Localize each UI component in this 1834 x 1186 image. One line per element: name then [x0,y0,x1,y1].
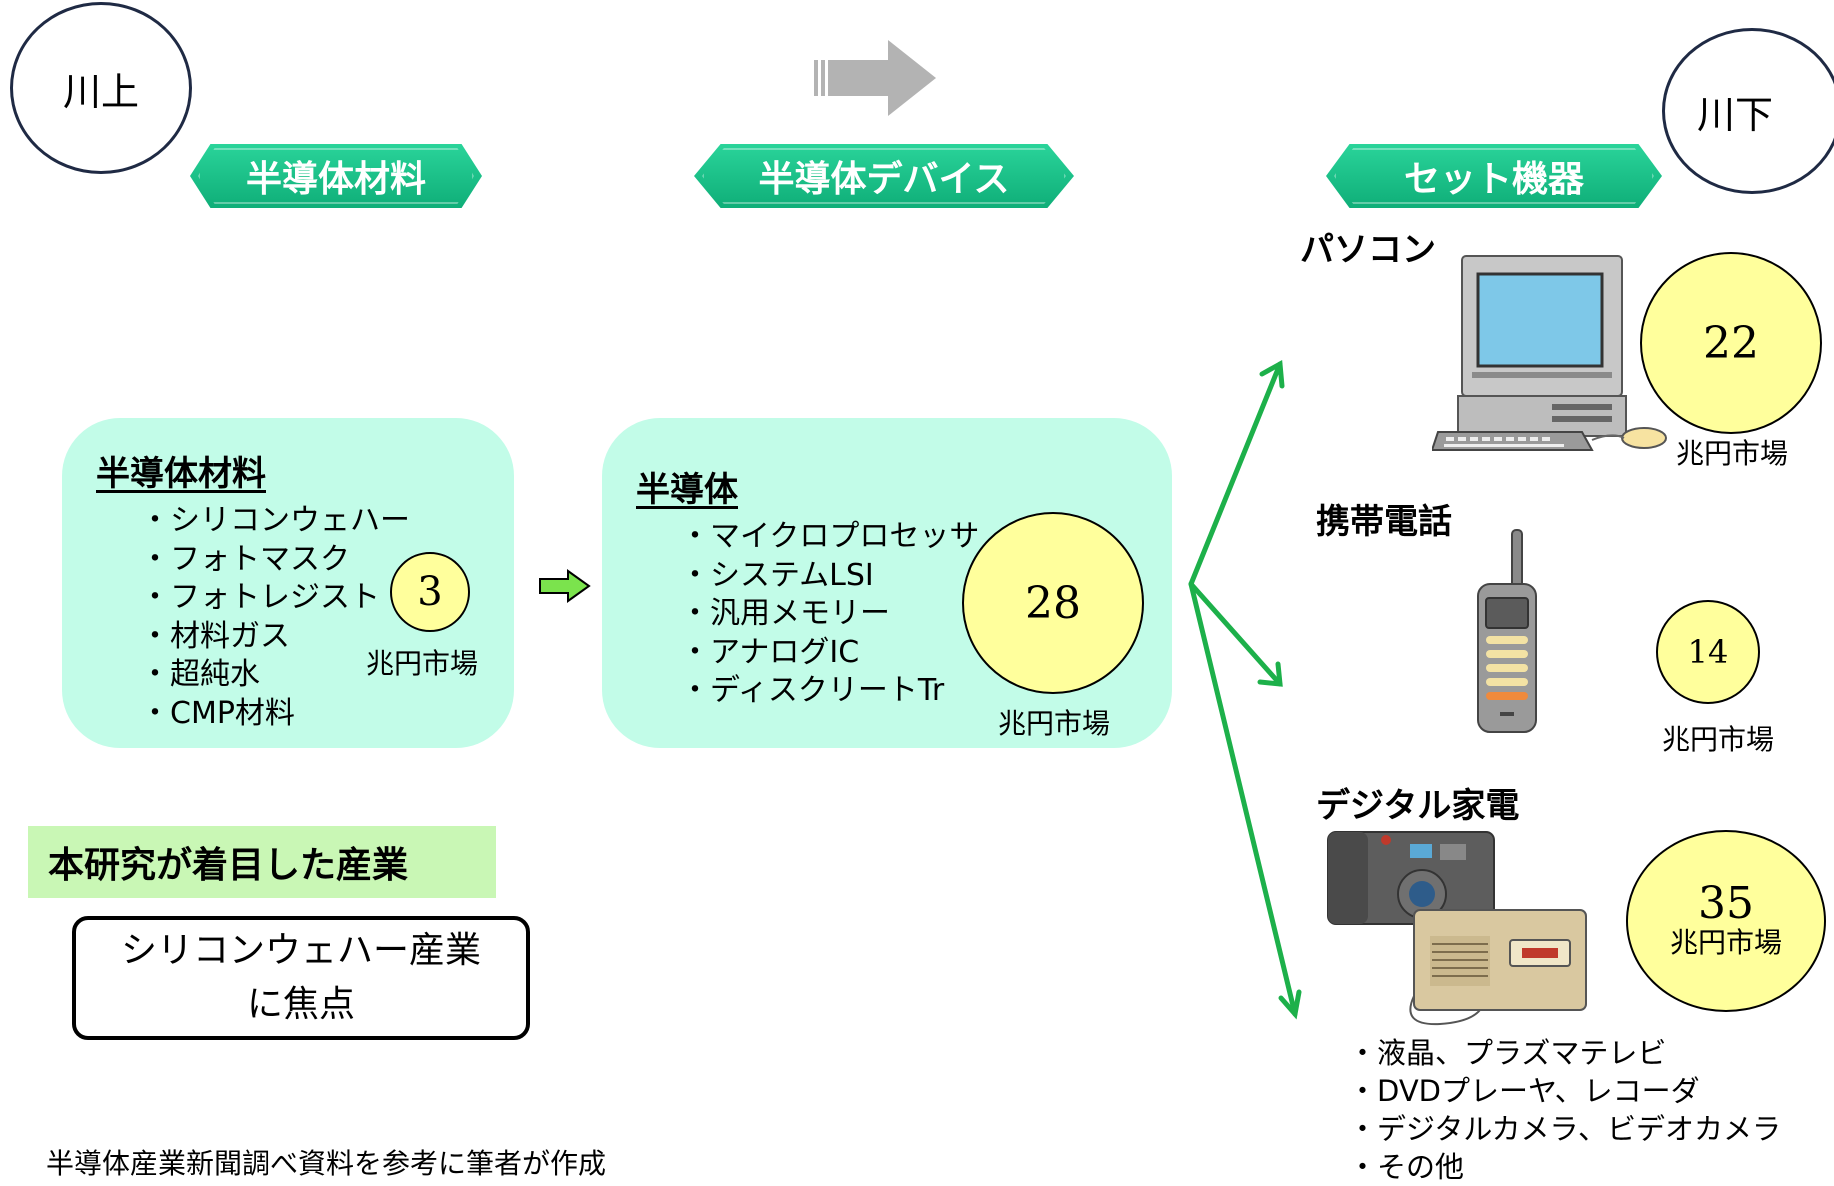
digital-market-unit: 兆円市場 [1669,926,1782,959]
branch-arrows [1188,359,1302,1020]
focus-box: シリコンウェハー産業 に焦点 [72,916,530,1040]
mobile-market-bubble: 14 [1656,600,1760,704]
banner-materials: 半導体材料 [190,144,482,208]
list-item: ・汎用メモリー [680,596,890,631]
list-item: ・CMP材料 [140,695,295,731]
focus-line-2: に焦点 [246,984,355,1025]
banner-equipment: セット機器 [1326,144,1662,208]
materials-panel-title: 半導体材料 [96,454,266,494]
digital-title: デジタル家電 [1316,786,1520,826]
downstream-label: 川下 [1696,92,1773,137]
list-item: ・システムLSI [680,557,874,593]
mobile-phone-icon [1477,529,1537,733]
list-item: ・その他 [1348,1150,1465,1184]
list-item: ・フォトレジスト [140,580,380,615]
source-note: 半導体産業新聞調べ資料を参考に筆者が作成 [46,1147,607,1180]
list-item: ・フォトマスク [140,541,350,577]
materials-market-unit: 兆円市場 [366,647,479,680]
pc-market-unit: 兆円市場 [1676,437,1789,470]
banner-devices: 半導体デバイス [694,144,1074,208]
mobile-market-unit: 兆円市場 [1662,723,1775,756]
list-item: ・DVDプレーヤ、レコーダ [1348,1074,1700,1108]
semiconductor-list: ・マイクロプロセッサ ・システムLSI ・汎用メモリー ・アナログIC ・ディス… [680,518,979,711]
camera-icon [1327,831,1495,925]
recorder-icon [1409,909,1587,1026]
list-item: ・デジタルカメラ、ビデオカメラ [1348,1112,1781,1146]
semiconductor-panel-title: 半導体 [636,470,738,510]
list-item: ・ディスクリートTr [680,673,945,708]
semiconductor-market-bubble: 28 [962,512,1144,694]
panel-arrow-icon [539,569,591,603]
digital-list: ・液晶、プラズマテレビ ・DVDプレーヤ、レコーダ ・デジタルカメラ、ビデオカメ… [1348,1034,1781,1186]
pc-title: パソコン [1300,230,1436,270]
mobile-title: 携帯電話 [1316,502,1452,542]
digital-market-bubble: 35 兆円市場 [1626,830,1826,1012]
materials-list: ・シリコンウェハー ・フォトマスク ・フォトレジスト ・材料ガス ・超純水 ・C… [140,502,410,733]
flow-arrow-icon [814,40,936,116]
focus-line-1: シリコンウェハー産業 [120,930,481,971]
computer-icon [1432,255,1667,451]
pc-market-bubble: 22 [1640,252,1822,434]
upstream-label: 川上 [62,69,139,114]
semiconductor-market-unit: 兆円市場 [998,707,1111,740]
list-item: ・アナログIC [680,634,860,670]
focus-heading: 本研究が着目した産業 [28,826,496,898]
downstream-ellipse: 川下 [1662,28,1834,194]
list-item: ・シリコンウェハー [140,503,410,538]
upstream-ellipse: 川上 [10,2,192,174]
list-item: ・材料ガス [140,618,290,654]
list-item: ・マイクロプロセッサ [680,519,980,554]
list-item: ・液晶、プラズマテレビ [1348,1036,1667,1070]
materials-market-bubble: 3 [390,552,470,632]
list-item: ・超純水 [140,657,260,692]
